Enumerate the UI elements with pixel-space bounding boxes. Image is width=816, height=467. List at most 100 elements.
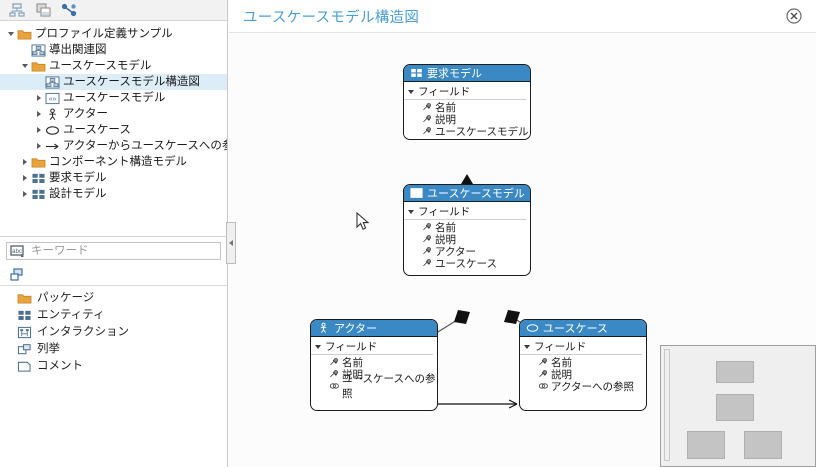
minimap-node-2 <box>687 431 725 459</box>
editor-header: ユースケースモデル構造図 <box>229 0 816 33</box>
palette-item-3[interactable]: 列挙 <box>0 341 227 358</box>
tree-item-1[interactable]: 導出関連図 <box>0 42 227 58</box>
uml-attribute[interactable]: 名前 <box>311 356 437 369</box>
chevron-right-icon[interactable] <box>32 90 45 106</box>
uml-node-req-model[interactable]: 要求モデルフィールド名前説明ユースケースモデル <box>403 64 531 140</box>
uml-attribute-label: 説明 <box>551 368 572 381</box>
uml-attribute[interactable]: ユースケースモデル <box>404 125 530 138</box>
reference-icon <box>328 381 339 391</box>
tree-item-2[interactable]: ユースケースモデル <box>0 58 227 74</box>
tree-item-5[interactable]: アクター <box>0 106 227 122</box>
palette-item-4[interactable]: コメント <box>0 358 227 375</box>
tree-item-8[interactable]: コンポーネント構造モデル <box>0 154 227 170</box>
chevron-down-icon[interactable] <box>4 26 17 42</box>
uml-field-group[interactable]: フィールド <box>404 85 530 98</box>
uml-attribute[interactable]: アクターへの参照 <box>520 380 646 393</box>
close-icon[interactable] <box>786 8 802 24</box>
palette-item-label: パッケージ <box>37 292 95 304</box>
search-box[interactable]: abc <box>6 242 221 260</box>
uml-node-actor[interactable]: アクターフィールド名前説明ユースケースへの参照 <box>310 319 438 411</box>
minimap-scroll-strip <box>664 349 670 461</box>
structure-diagram-icon <box>31 43 46 57</box>
uml-attribute-label: 名前 <box>342 356 363 369</box>
chevron-right-icon[interactable] <box>32 138 45 154</box>
tree-item-4[interactable]: «»ユースケースモデル <box>0 90 227 106</box>
uml-attribute[interactable]: 名前 <box>520 356 646 369</box>
uml-attribute[interactable]: ユースケースへの参照 <box>311 373 437 400</box>
uml-attribute[interactable]: 説明 <box>311 368 437 381</box>
attribute-icon <box>537 369 548 379</box>
page-title: ユースケースモデル構造図 <box>243 9 420 26</box>
uml-group-divider <box>520 354 642 355</box>
structure-diagram-icon <box>45 75 60 89</box>
chevron-down-icon[interactable] <box>18 58 31 74</box>
chevron-right-icon[interactable] <box>18 154 31 170</box>
uml-attribute[interactable]: 説明 <box>404 113 530 126</box>
chevron-right-icon[interactable] <box>32 106 45 122</box>
diagram-canvas[interactable]: 要求モデルフィールド名前説明ユースケースモデル«»ユースケースモデルフィールド名… <box>229 34 816 467</box>
palette-item-1[interactable]: エンティティ <box>0 307 227 324</box>
attribute-icon <box>328 369 339 379</box>
uml-attribute[interactable]: アクター <box>404 245 530 258</box>
tree-item-7[interactable]: アクターからユースケースへの参照 <box>0 138 227 154</box>
chevron-down-icon <box>524 344 530 349</box>
collapse-sidebar-handle[interactable] <box>226 222 236 264</box>
attribute-icon <box>421 222 432 232</box>
chevron-right-icon[interactable] <box>18 170 31 186</box>
tree-item-0[interactable]: プロファイル定義サンプル <box>0 26 227 42</box>
search-input[interactable] <box>29 244 217 258</box>
uml-attribute[interactable]: ユースケース <box>404 257 530 270</box>
uml-node-title: 要求モデル <box>427 68 482 80</box>
tree-item-6[interactable]: ユースケース <box>0 122 227 138</box>
uml-attribute[interactable]: 説明 <box>520 368 646 381</box>
uml-group-divider <box>311 354 433 355</box>
uml-attribute[interactable]: 説明 <box>404 233 530 246</box>
palette-item-0[interactable]: パッケージ <box>0 290 227 307</box>
palette-layout-icon[interactable] <box>9 267 25 282</box>
uml-attribute[interactable]: 名前 <box>404 221 530 234</box>
link-nodes-icon[interactable] <box>61 3 77 17</box>
uml-node-usecase-model[interactable]: «»ユースケースモデルフィールド名前説明アクターユースケース <box>403 184 531 276</box>
uml-group-divider <box>404 219 526 220</box>
uml-attribute-label: 説明 <box>435 233 456 246</box>
model-tree[interactable]: プロファイル定義サンプル導出関連図ユースケースモデルユースケースモデル構造図«»… <box>0 22 227 236</box>
palette-item-2[interactable]: インタラクション <box>0 324 227 341</box>
uml-attribute-label: ユースケースモデル <box>435 125 529 138</box>
tree-item-label: アクター <box>63 108 108 120</box>
attribute-icon <box>421 234 432 244</box>
tree-item-3[interactable]: ユースケースモデル構造図 <box>0 74 227 90</box>
chevron-down-icon <box>315 344 321 349</box>
diagram-layout-icon[interactable] <box>9 3 25 17</box>
uml-attribute[interactable]: 名前 <box>404 101 530 114</box>
uml-field-group[interactable]: フィールド <box>520 340 646 353</box>
keyword-filter-icon[interactable]: abc <box>10 244 25 258</box>
chevron-right-icon[interactable] <box>32 122 45 138</box>
uml-attribute-label: 名前 <box>435 101 456 114</box>
uml-node-usecase[interactable]: ユースケースフィールド名前説明アクターへの参照 <box>519 319 647 411</box>
twisty-placeholder <box>32 74 45 90</box>
uml-field-group[interactable]: フィールド <box>404 205 530 218</box>
minimap-node-1 <box>716 394 754 421</box>
entity-class-icon <box>409 67 423 80</box>
tree-item-10[interactable]: 設計モデル <box>0 186 227 202</box>
arrow-right-icon <box>45 139 60 153</box>
palette-toolbar <box>0 264 227 286</box>
tree-item-9[interactable]: 要求モデル <box>0 170 227 186</box>
copy-icon[interactable] <box>35 3 51 17</box>
tree-item-label: コンポーネント構造モデル <box>49 156 187 168</box>
diagram-minimap[interactable] <box>660 345 816 467</box>
entity-icon <box>16 309 32 323</box>
palette-list[interactable]: パッケージエンティティインタラクション列挙コメント <box>0 290 227 375</box>
usecase-ellipse-icon <box>45 123 60 137</box>
stereotype-class-icon: «» <box>409 187 423 200</box>
uml-field-group-label: フィールド <box>418 86 471 98</box>
uml-field-group-label: フィールド <box>534 341 587 353</box>
tree-divider <box>0 236 227 237</box>
palette-item-label: エンティティ <box>37 309 105 321</box>
attribute-icon <box>421 126 432 136</box>
uml-field-group[interactable]: フィールド <box>311 340 437 353</box>
uml-attribute-label: 説明 <box>342 368 363 381</box>
uml-node-body: フィールド名前説明アクターユースケース <box>404 202 530 270</box>
chevron-right-icon[interactable] <box>18 186 31 202</box>
minimap-node-0 <box>716 361 754 383</box>
